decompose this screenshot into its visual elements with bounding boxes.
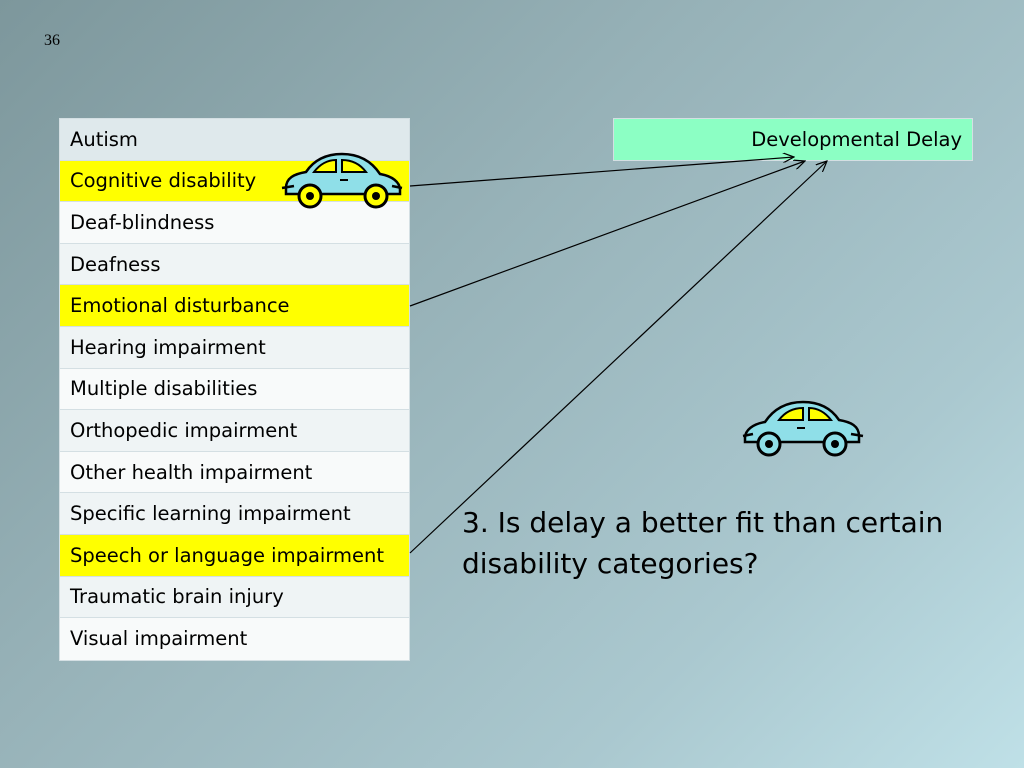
- question-text: 3. Is delay a better fit than certain di…: [462, 506, 944, 580]
- slide-number: 36: [44, 32, 60, 49]
- car-clipart-icon: [742, 400, 864, 457]
- category-row-orthopedic-impairment: Orthopedic impairment: [60, 410, 409, 452]
- car-clipart-icon: [281, 152, 403, 209]
- category-row-emotional-disturbance: Emotional disturbance: [60, 285, 409, 327]
- arrow-speech-to-delay: [409, 161, 827, 554]
- category-row-specific-learning-impairment: Specific learning impairment: [60, 493, 409, 535]
- category-row-deaf-blindness: Deaf-blindness: [60, 202, 409, 244]
- arrow-cognitive-to-delay: [409, 157, 794, 187]
- category-row-deafness: Deafness: [60, 243, 409, 286]
- disability-category-table: Autism Cognitive disability Deaf-blindne…: [59, 118, 410, 661]
- category-row-visual-impairment: Visual impairment: [60, 618, 409, 660]
- category-row-other-health-impairment: Other health impairment: [60, 451, 409, 494]
- arrow-emotional-to-delay: [409, 161, 805, 307]
- category-row-hearing-impairment: Hearing impairment: [60, 326, 409, 369]
- category-row-speech-language-impairment: Speech or language impairment: [60, 534, 409, 577]
- category-row-multiple-disabilities: Multiple disabilities: [60, 368, 409, 411]
- category-row-traumatic-brain-injury: Traumatic brain injury: [60, 576, 409, 619]
- developmental-delay-box: Developmental Delay: [613, 118, 973, 161]
